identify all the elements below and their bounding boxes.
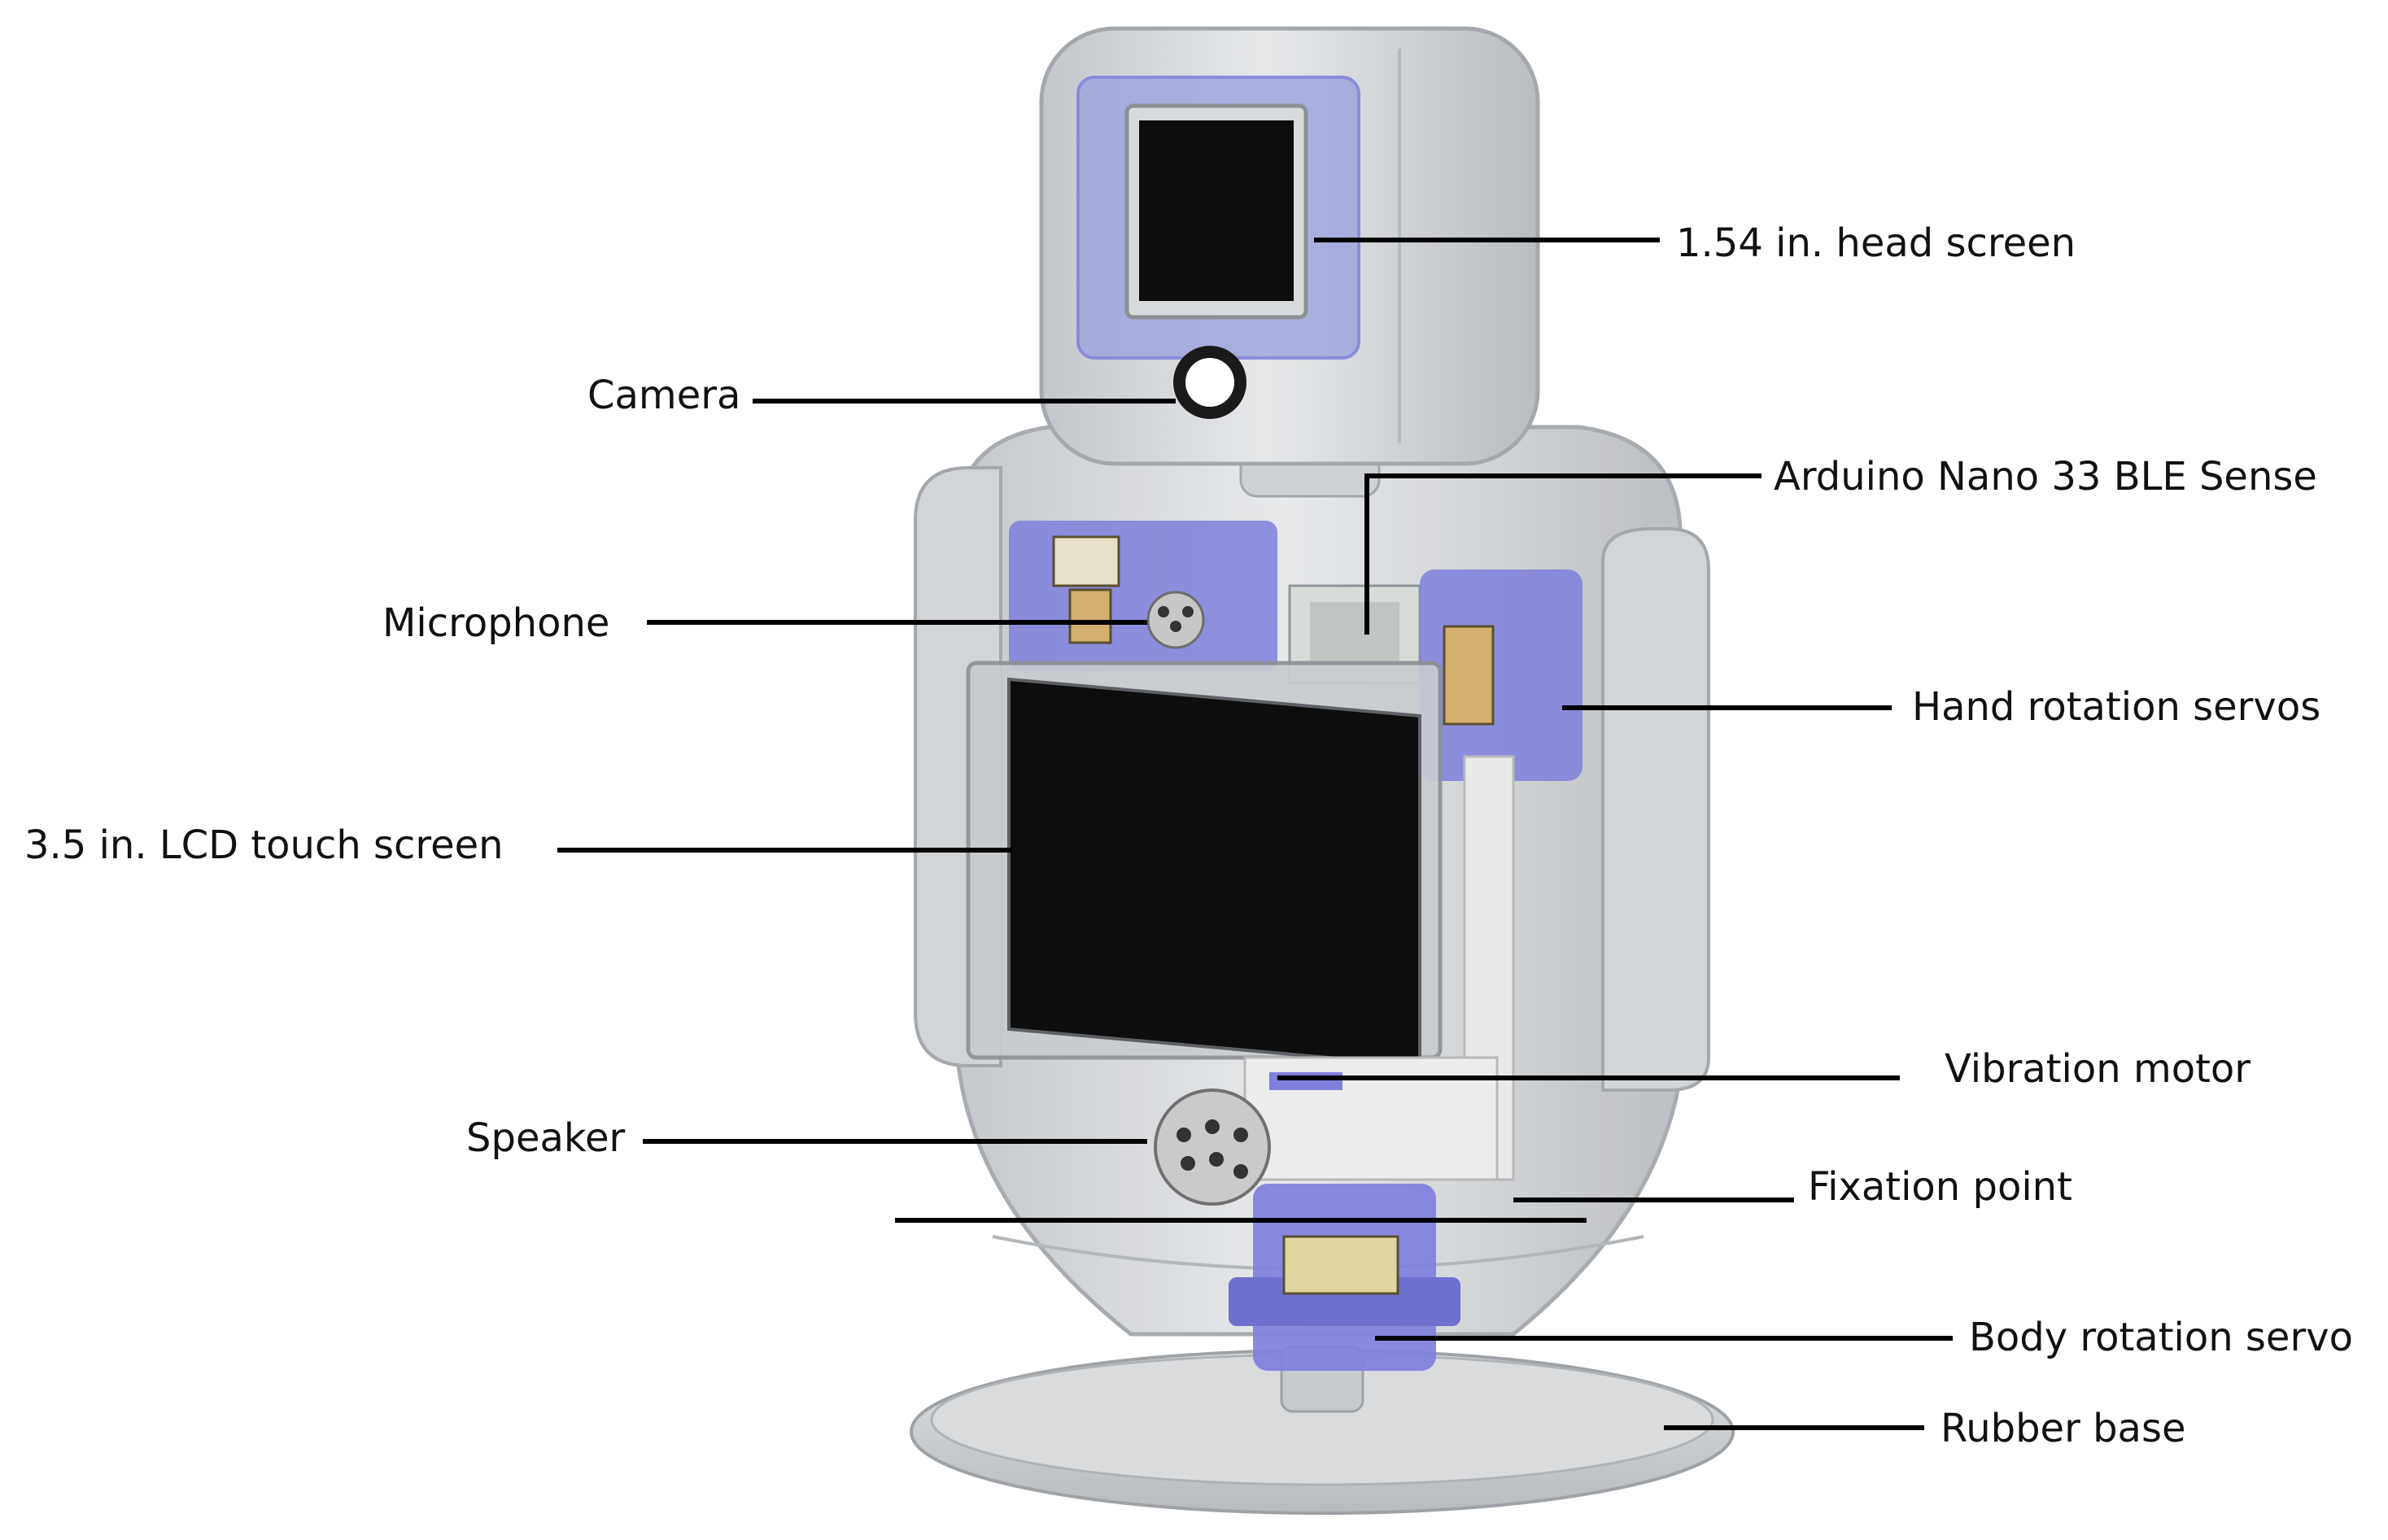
label-camera: Camera xyxy=(587,373,740,418)
label-speaker: Speaker xyxy=(466,1115,626,1161)
label-rubber-base: Rubber base xyxy=(1941,1406,2186,1451)
microphone-board xyxy=(1009,521,1277,671)
label-vibration-motor: Vibration motor xyxy=(1945,1046,2250,1092)
rubber-base-part xyxy=(910,1349,1735,1515)
lcd-touch-screen xyxy=(966,661,1443,1068)
leader-arduino xyxy=(1364,473,1762,635)
label-hand-servos: Hand rotation servos xyxy=(1912,684,2320,730)
body-servo-part xyxy=(1229,1184,1460,1371)
camera-part xyxy=(1173,346,1246,419)
label-lcd: 3.5 in. LCD touch screen xyxy=(24,822,504,868)
label-microphone: Microphone xyxy=(382,600,609,646)
speaker-part xyxy=(1154,1088,1271,1206)
label-arduino: Arduino Nano 33 BLE Sense xyxy=(1774,454,2317,500)
label-body-servo: Body rotation servo xyxy=(1969,1315,2353,1360)
right-arm xyxy=(1601,527,1710,1092)
hand-servo-part xyxy=(1420,569,1583,781)
label-head-screen: 1.54 in. head screen xyxy=(1676,220,2076,266)
label-fixation-point: Fixation point xyxy=(1808,1164,2072,1210)
